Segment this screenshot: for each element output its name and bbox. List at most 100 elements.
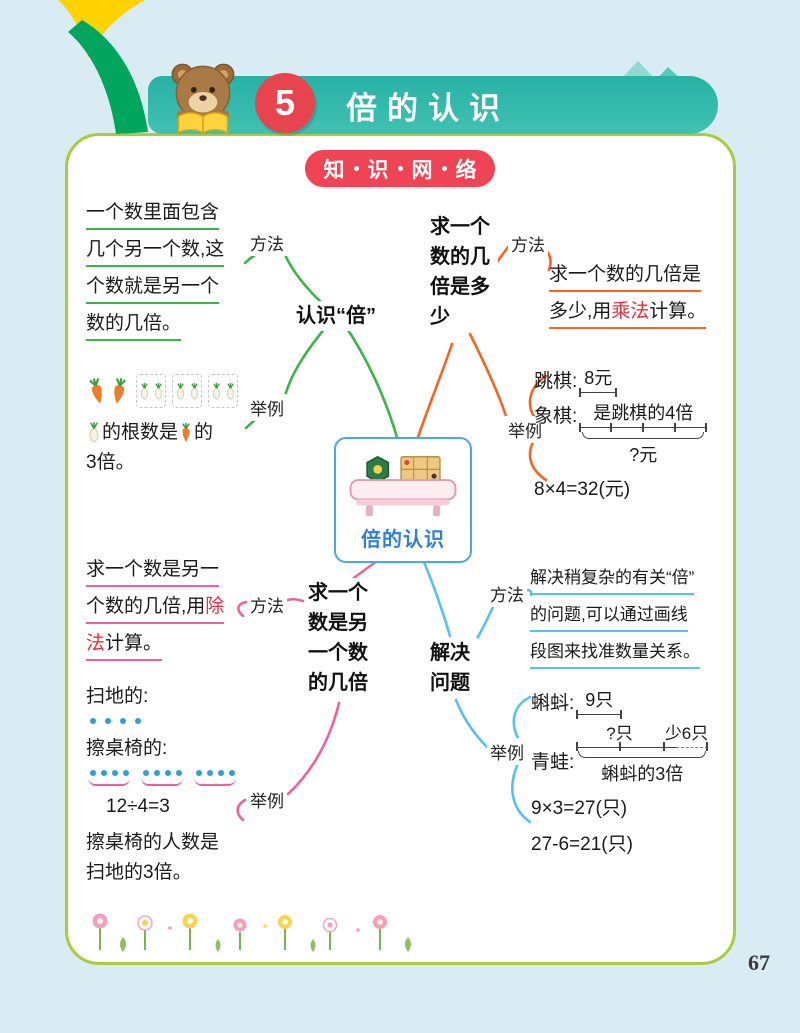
text-line: 求一个数的几倍是 <box>549 263 702 292</box>
dot-icon <box>142 770 149 776</box>
equation: 8×4=32(元) <box>534 479 631 500</box>
equation: 9×3=27(只) <box>531 798 628 819</box>
segment-question: ?只 <box>606 724 633 743</box>
example-tag: 举例 <box>505 416 545 443</box>
solve-example: 蝌蚪: 9只 青蛙: ?只 少6只 蝌蚪的3倍 9×3=27(只) <box>531 688 729 860</box>
text-line: 多少,用乘法计算。 <box>549 300 707 329</box>
tick <box>663 742 665 751</box>
dot-icon <box>122 770 129 776</box>
dot-icon <box>153 770 160 776</box>
bear-mascot-icon <box>171 63 235 135</box>
segment-value: 8元 <box>584 368 613 388</box>
method-tag: 方法 <box>247 591 287 618</box>
text-line: 求一个数是另一 <box>86 558 220 587</box>
sweepers-dots <box>90 718 258 724</box>
under-brace <box>578 751 707 758</box>
text-part: 个数的几倍,用 <box>86 596 206 617</box>
dot-icon <box>135 718 141 724</box>
example-tag: 举例 <box>247 786 287 813</box>
central-topic-label: 倍的认识 <box>361 529 445 551</box>
dot-icon <box>164 770 171 776</box>
tick <box>610 423 612 432</box>
frog-segment: ?只 少6只 蝌蚪的3倍 <box>576 723 709 786</box>
radish-icon <box>190 382 198 400</box>
tick <box>642 423 644 432</box>
highlight-text: 法 <box>86 633 106 654</box>
chapter-number: 5 <box>274 82 296 123</box>
dot-group <box>88 770 130 786</box>
frog-row: 青蛙: ?只 少6只 蝌蚪的3倍 <box>531 723 729 786</box>
text-line: 段图来找准数量关系。 <box>530 640 700 669</box>
chapter-title: 倍的认识 <box>346 90 510 126</box>
radish-box <box>136 374 166 408</box>
dot-icon <box>105 718 111 724</box>
text-line: 数的几倍。 <box>86 312 182 341</box>
badge-char: 识 <box>367 158 389 182</box>
method-tag: 方法 <box>508 230 548 257</box>
dot-icon <box>195 770 202 776</box>
flowers-decoration-icon <box>92 913 411 952</box>
sprout-icon <box>120 937 411 952</box>
segment-less: 少6只 <box>664 724 709 743</box>
dot-icon <box>206 770 213 776</box>
tadpole-segment: 9只 <box>576 688 623 719</box>
tick <box>576 710 578 719</box>
badge-dot-icon <box>353 166 359 171</box>
label-line: 解决 <box>430 642 470 664</box>
label-line: 倍是多 <box>430 276 490 298</box>
xiangqi-row: 象棋: 是跳棋的4倍 ?元 <box>534 401 729 467</box>
item-label: 擦桌椅的: <box>86 738 168 759</box>
example-tag: 举例 <box>487 738 527 765</box>
tick <box>705 423 707 432</box>
highlight-text: 乘法 <box>611 301 650 322</box>
conclusion-line: 擦桌椅的人数是 <box>86 832 220 853</box>
label-line: 少 <box>430 306 450 328</box>
how-many-times-method-text: 求一个数是另一 个数的几倍,用除 法计算。 <box>86 558 225 669</box>
tiaoqi-row: 跳棋: 8元 <box>534 366 729 397</box>
label-line: 数的几 <box>430 246 490 268</box>
label-line: 的几倍 <box>308 672 368 694</box>
sentence-part: 3倍。 <box>86 452 135 473</box>
text-line: 的问题,可以通过画线 <box>530 603 688 632</box>
badge-char: 网 <box>411 158 433 182</box>
dot-icon <box>228 770 235 776</box>
segment-line <box>579 423 708 432</box>
tadpole-row: 蝌蚪: 9只 <box>531 688 729 719</box>
times-method-text: 求一个数的几倍是 多少,用乘法计算。 <box>549 263 707 337</box>
example-tag: 举例 <box>247 394 287 421</box>
item-label: 扫地的: <box>86 686 149 707</box>
tick <box>706 742 708 751</box>
tick <box>674 423 676 432</box>
equation: 12÷4=3 <box>106 796 170 817</box>
flower-icon <box>92 913 387 950</box>
item-label: 蝌蚪: <box>531 693 575 714</box>
tick <box>620 710 622 719</box>
item-label: 青蛙: <box>531 752 575 773</box>
example-sentence: 的根数是的 <box>86 418 246 448</box>
segment-question: ?元 <box>629 445 658 465</box>
dot-icon <box>120 718 126 724</box>
method-tag: 方法 <box>487 580 527 607</box>
label-line: 求一个 <box>308 582 368 604</box>
radish-icon <box>89 422 99 444</box>
label-line: 问题 <box>430 672 470 694</box>
solve-method-text: 解决稍复杂的有关“倍” 的问题,可以通过画线 段图来找准数量关系。 <box>530 566 700 677</box>
text-line: 法计算。 <box>86 632 163 661</box>
text-line: 个数就是另一个 <box>86 275 220 304</box>
sentence-part: 的 <box>194 422 214 443</box>
segment-line <box>576 710 623 719</box>
equation: 27-6=21(只) <box>531 834 633 855</box>
segment-questions: ?只 少6只 <box>576 723 708 745</box>
sentence-part: 的根数是 <box>102 422 179 443</box>
badge-char: 络 <box>455 158 477 182</box>
chapter-banner: 倍的认识 <box>148 76 718 134</box>
branch-label-times-of: 求一个 数的几 倍是多 少 <box>428 212 498 332</box>
radish-icon <box>226 382 234 400</box>
dot-icon <box>175 770 182 776</box>
dot-group <box>141 770 183 786</box>
text-line: 个数的几倍,用除 <box>86 595 225 624</box>
chapter-number-badge: 5 <box>255 73 315 133</box>
dot-icon <box>217 770 224 776</box>
label-line: 求一个 <box>430 216 490 238</box>
